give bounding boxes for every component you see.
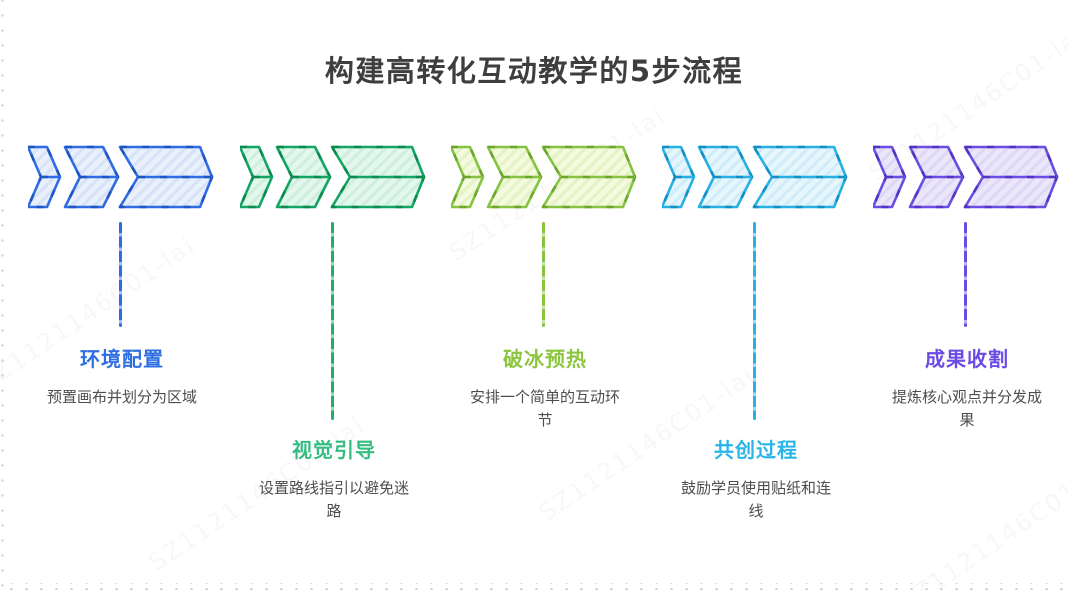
step-label: 成果收割	[925, 347, 1009, 371]
step-description: 鼓励学员使用贴纸和连线	[681, 479, 832, 521]
connector-line	[963, 222, 967, 327]
step-caption: 共创过程 鼓励学员使用贴纸和连线	[634, 434, 878, 524]
step-label: 视觉引导	[292, 438, 376, 462]
step-2-visual-guidance: 视觉引导 设置路线指引以避免迷路	[238, 145, 428, 520]
watermark-text: SZ1121146C01-lai	[894, 451, 1068, 590]
step-caption: 视觉引导 设置路线指引以避免迷路	[212, 434, 456, 524]
connector-line	[118, 222, 122, 327]
step-caption: 环境配置 预置画布并划分为区域	[0, 343, 244, 409]
canvas-dot-grid-bottom	[0, 583, 1068, 590]
step-1-environment-setup: 环境配置 预置画布并划分为区域	[26, 145, 216, 406]
chevron-arrows-graphic	[26, 145, 216, 209]
connector-line	[752, 222, 756, 420]
chevron-arrows-graphic	[660, 145, 850, 209]
page-title: 构建高转化互动教学的5步流程	[324, 54, 744, 88]
step-5-harvest-results: 成果收割 提炼核心观点并分发成果	[871, 145, 1061, 429]
step-3-icebreaker: 破冰预热 安排一个简单的互动环节	[449, 145, 639, 429]
step-description: 预置画布并划分为区域	[47, 388, 198, 406]
step-4-co-creation: 共创过程 鼓励学员使用贴纸和连线	[660, 145, 850, 520]
step-description: 提炼核心观点并分发成果	[892, 388, 1043, 430]
step-caption: 成果收割 提炼核心观点并分发成果	[845, 343, 1068, 433]
step-description: 设置路线指引以避免迷路	[259, 479, 410, 521]
canvas-dot-grid-left	[0, 0, 5, 590]
step-label: 破冰预热	[503, 347, 587, 371]
chevron-arrows-graphic	[871, 145, 1061, 209]
step-description: 安排一个简单的互动环节	[470, 388, 621, 430]
step-label: 环境配置	[80, 347, 164, 371]
chevron-arrows-graphic	[449, 145, 639, 209]
connector-line	[330, 222, 334, 420]
step-label: 共创过程	[714, 438, 798, 462]
step-caption: 破冰预热 安排一个简单的互动环节	[423, 343, 667, 433]
connector-line	[541, 222, 545, 327]
chevron-arrows-graphic	[238, 145, 428, 209]
